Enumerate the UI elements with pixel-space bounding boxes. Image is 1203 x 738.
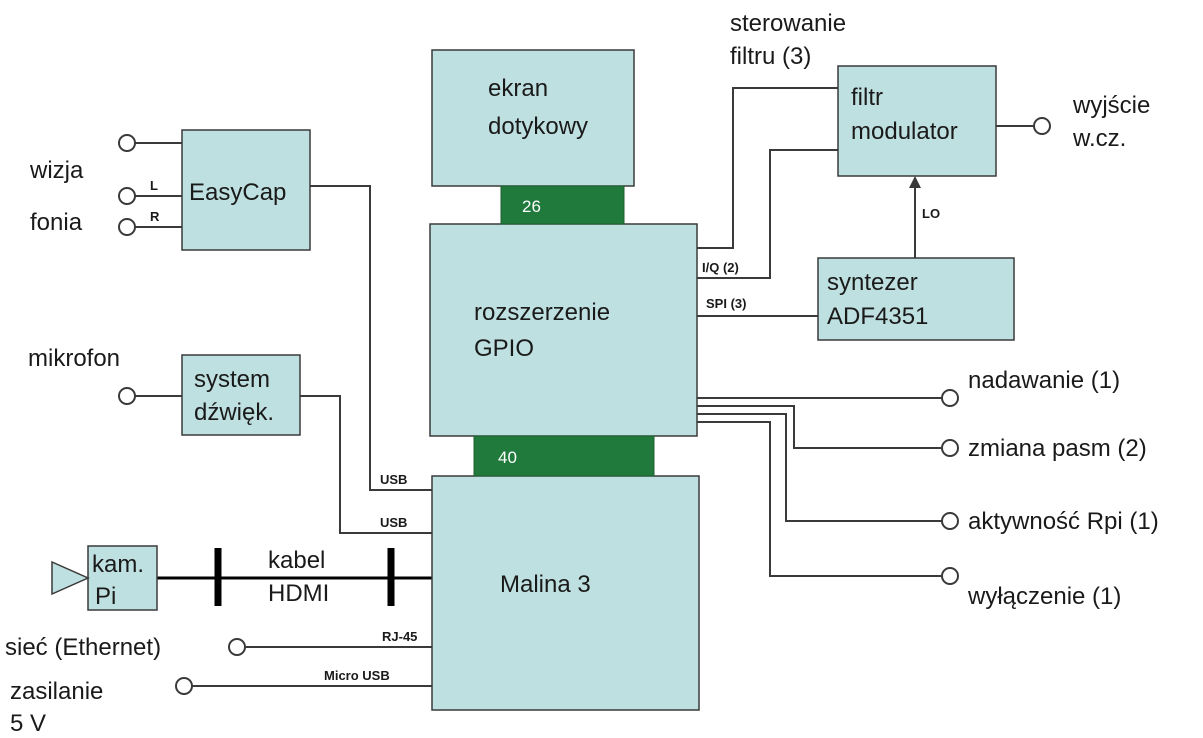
gpio-label-2: GPIO (474, 335, 534, 362)
label-rj45: RJ-45 (382, 629, 417, 644)
block-syntezer (817, 257, 1015, 341)
label-sterowanie-2: filtru (3) (730, 43, 811, 70)
terminal-nadawanie (941, 389, 959, 407)
label-wyjscie-1: wyjście (1072, 92, 1150, 119)
syntezer-label-1: syntezer (827, 269, 918, 296)
cable-label-2: HDMI (268, 580, 329, 607)
label-iq: I/Q (2) (702, 260, 739, 275)
label-fonia: fonia (30, 209, 83, 236)
wire-aktywnosc (697, 413, 942, 522)
malina-label: Malina 3 (500, 571, 591, 598)
label-mikrofon: mikrofon (28, 345, 120, 372)
system-label-1: system (194, 366, 270, 393)
filtr-label-2: modulator (851, 118, 958, 145)
terminal-wylaczenie (941, 567, 959, 585)
label-wizja: wizja (29, 157, 84, 184)
ekran-label-2: dotykowy (488, 113, 588, 140)
ekran-label-1: ekran (488, 75, 548, 102)
block-ekran (431, 49, 635, 187)
label-R: R (150, 209, 160, 224)
kamera-label-1: kam. (92, 551, 144, 578)
label-wylaczenie: wyłączenie (1) (967, 583, 1121, 610)
label-usb-2: USB (380, 515, 407, 530)
filtr-label-1: filtr (851, 84, 883, 111)
label-nadawanie: nadawanie (1) (968, 367, 1120, 394)
gpio-label-1: rozszerzenie (474, 299, 610, 326)
terminal-zasilanie (175, 677, 193, 695)
label-zasilanie-2: 5 V (10, 710, 46, 737)
wire-wylaczenie (697, 421, 942, 577)
block-easycap (181, 129, 311, 251)
terminal-fonia-L (118, 187, 136, 205)
wire-sterowanie (697, 87, 838, 249)
label-L: L (150, 178, 158, 193)
terminal-zmiana (941, 439, 959, 457)
terminal-wyjscie (1033, 117, 1051, 135)
label-usb-1: USB (380, 472, 407, 487)
wire-zmiana (697, 405, 942, 449)
wire-iq (697, 149, 838, 279)
syntezer-label-2: ADF4351 (827, 303, 928, 330)
connector-40-label: 40 (498, 448, 517, 467)
label-spi: SPI (3) (706, 296, 746, 311)
label-siec: sieć (Ethernet) (5, 634, 161, 661)
label-aktywnosc: aktywność Rpi (1) (968, 508, 1159, 535)
kamera-label-2: Pi (95, 583, 116, 610)
terminal-mikrofon (118, 387, 136, 405)
terminal-aktywnosc (941, 512, 959, 530)
label-lo: LO (922, 206, 940, 221)
label-microusb: Micro USB (324, 668, 390, 683)
label-sterowanie-1: sterowanie (730, 10, 846, 37)
connector-26 (500, 185, 625, 225)
block-filtr (837, 65, 997, 177)
camera-lens-icon (51, 560, 90, 596)
block-system-dzwiek (181, 354, 301, 436)
label-zasilanie-1: zasilanie (10, 678, 103, 705)
easycap-label: EasyCap (189, 179, 286, 206)
system-label-2: dźwięk. (194, 399, 274, 426)
terminal-ethernet (228, 638, 246, 656)
wire-system-usb (300, 395, 432, 534)
wire-easycap-usb (310, 185, 432, 491)
lo-arrow (909, 176, 921, 188)
block-malina (431, 475, 700, 711)
connector-40 (473, 435, 655, 477)
terminal-wizja (118, 134, 136, 152)
label-wyjscie-2: w.cz. (1072, 125, 1126, 152)
cable-label-1: kabel (268, 547, 325, 574)
connector-26-label: 26 (522, 197, 541, 216)
terminal-fonia-R (118, 218, 136, 236)
label-zmiana: zmiana pasm (2) (968, 435, 1147, 462)
block-gpio (429, 223, 698, 437)
